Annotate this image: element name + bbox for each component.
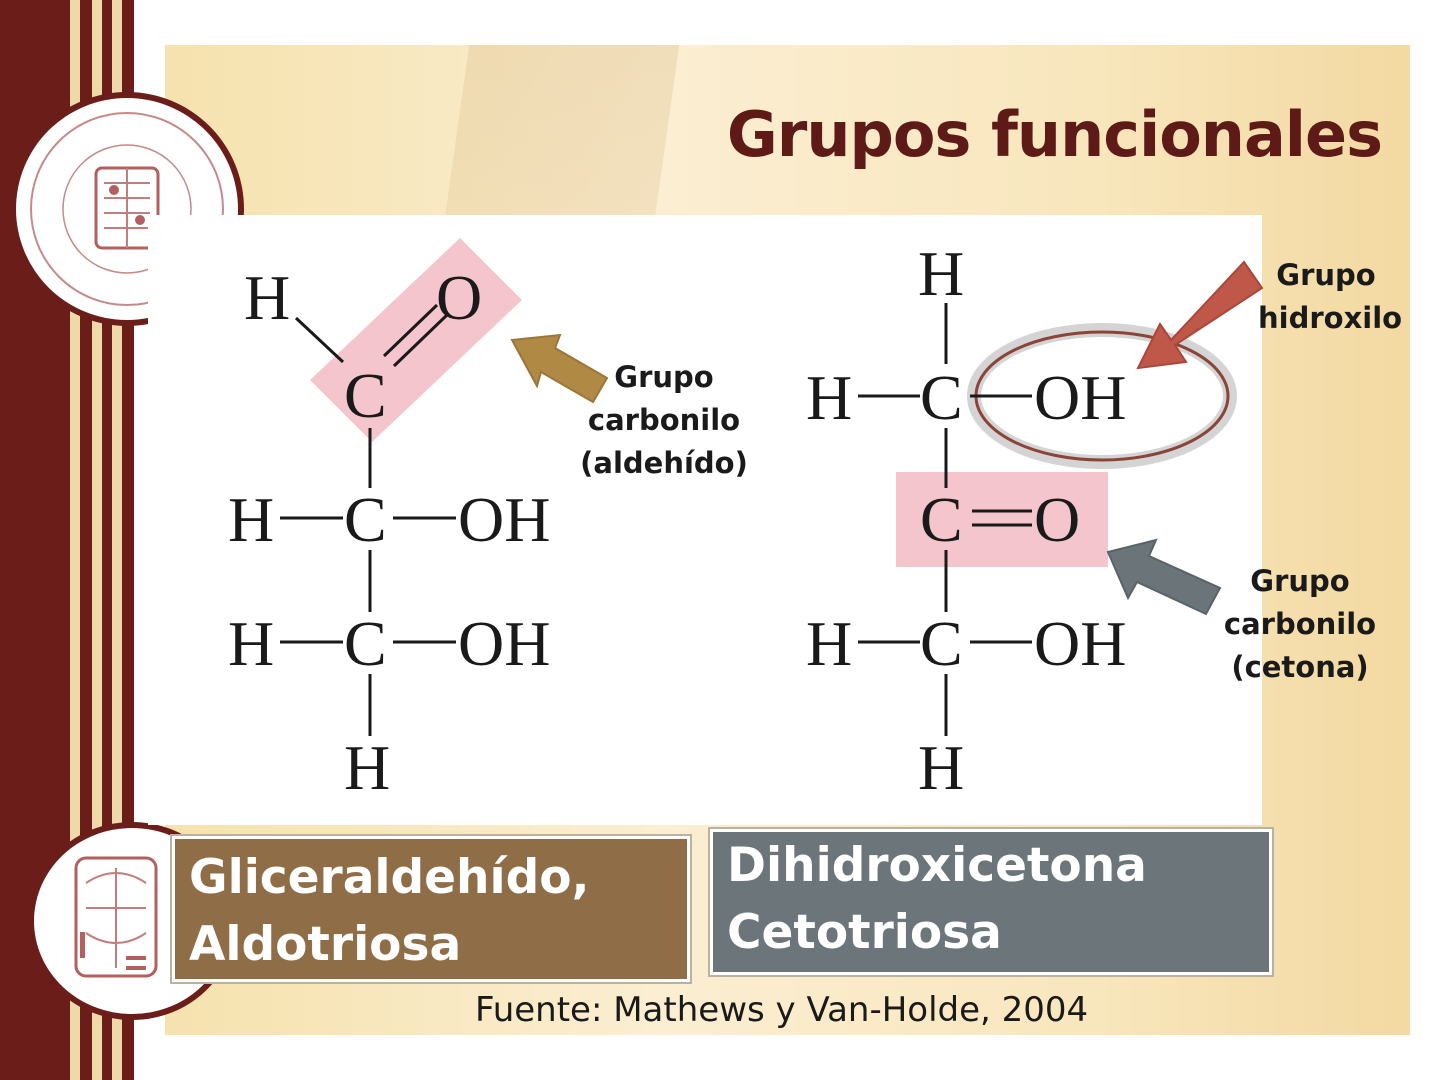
carbonyl-highlight-ketone xyxy=(896,472,1108,567)
bond-c-o-double xyxy=(392,313,449,368)
annotation-line: Grupo xyxy=(1250,564,1350,598)
atom-c: C xyxy=(344,484,387,555)
atom-o: O xyxy=(436,262,483,333)
annotation-carbonyl-aldehyde: Grupo carbonilo (aldehído) xyxy=(572,356,756,485)
source-citation: Fuente: Mathews y Van-Holde, 2004 xyxy=(475,990,1089,1030)
annotation-line: hidroxilo xyxy=(1258,301,1403,335)
name-box-glyceraldehyde: Gliceraldehído, Aldotriosa xyxy=(170,834,692,984)
atom-c: C xyxy=(344,360,387,431)
annotation-carbonyl-ketone: Grupo carbonilo (cetona) xyxy=(1220,560,1380,689)
atom-oh: OH xyxy=(1034,608,1127,679)
annotation-line: carbonilo xyxy=(1223,607,1377,641)
atom-h: H xyxy=(806,362,853,433)
molecule-name: Dihidroxicetona xyxy=(727,838,1147,893)
atom-c: C xyxy=(920,362,963,433)
left-stripe xyxy=(112,0,122,1080)
atom-h: H xyxy=(918,238,965,309)
annotation-line: carbonilo xyxy=(587,403,741,437)
annotation-line: Grupo xyxy=(614,360,714,394)
annotation-line: Grupo xyxy=(1276,258,1376,292)
atom-h: H xyxy=(228,608,275,679)
bond-c-o-double xyxy=(382,303,439,358)
name-box-dihydroxyacetone: Dihidroxicetona Cetotriosa xyxy=(708,827,1274,977)
left-stripe xyxy=(70,0,80,1080)
atom-c: C xyxy=(920,608,963,679)
atom-h: H xyxy=(344,732,391,803)
molecule-name: Gliceraldehído, xyxy=(189,850,590,905)
annotation-hydroxyl: Grupo hidroxilo xyxy=(1258,254,1403,340)
annotation-line: (cetona) xyxy=(1231,650,1369,684)
atom-oh: OH xyxy=(458,608,551,679)
arrow-hydroxyl xyxy=(1136,260,1264,370)
institute-seal-emblem xyxy=(74,856,158,978)
page-title: Grupos funcionales xyxy=(726,98,1383,171)
left-stripe xyxy=(102,0,112,1080)
arrow-carbonyl-ketone xyxy=(1106,538,1222,616)
atom-h: H xyxy=(244,262,291,333)
carbonyl-highlight-aldehyde xyxy=(310,238,522,442)
university-seal-emblem xyxy=(30,112,224,306)
atom-o: O xyxy=(1034,484,1081,555)
molecule-class: Aldotriosa xyxy=(189,917,462,972)
bond-h-c xyxy=(294,316,345,364)
molecule-class: Cetotriosa xyxy=(727,905,1002,960)
left-stripe xyxy=(92,0,102,1080)
atom-h: H xyxy=(806,608,853,679)
atom-c: C xyxy=(344,608,387,679)
annotation-line: (aldehído) xyxy=(580,446,748,480)
atom-h: H xyxy=(918,732,965,803)
arrow-carbonyl-aldehyde xyxy=(510,333,609,404)
atom-c: C xyxy=(920,484,963,555)
atom-h: H xyxy=(228,484,275,555)
atom-oh: OH xyxy=(458,484,551,555)
atom-oh: OH xyxy=(1034,362,1127,433)
